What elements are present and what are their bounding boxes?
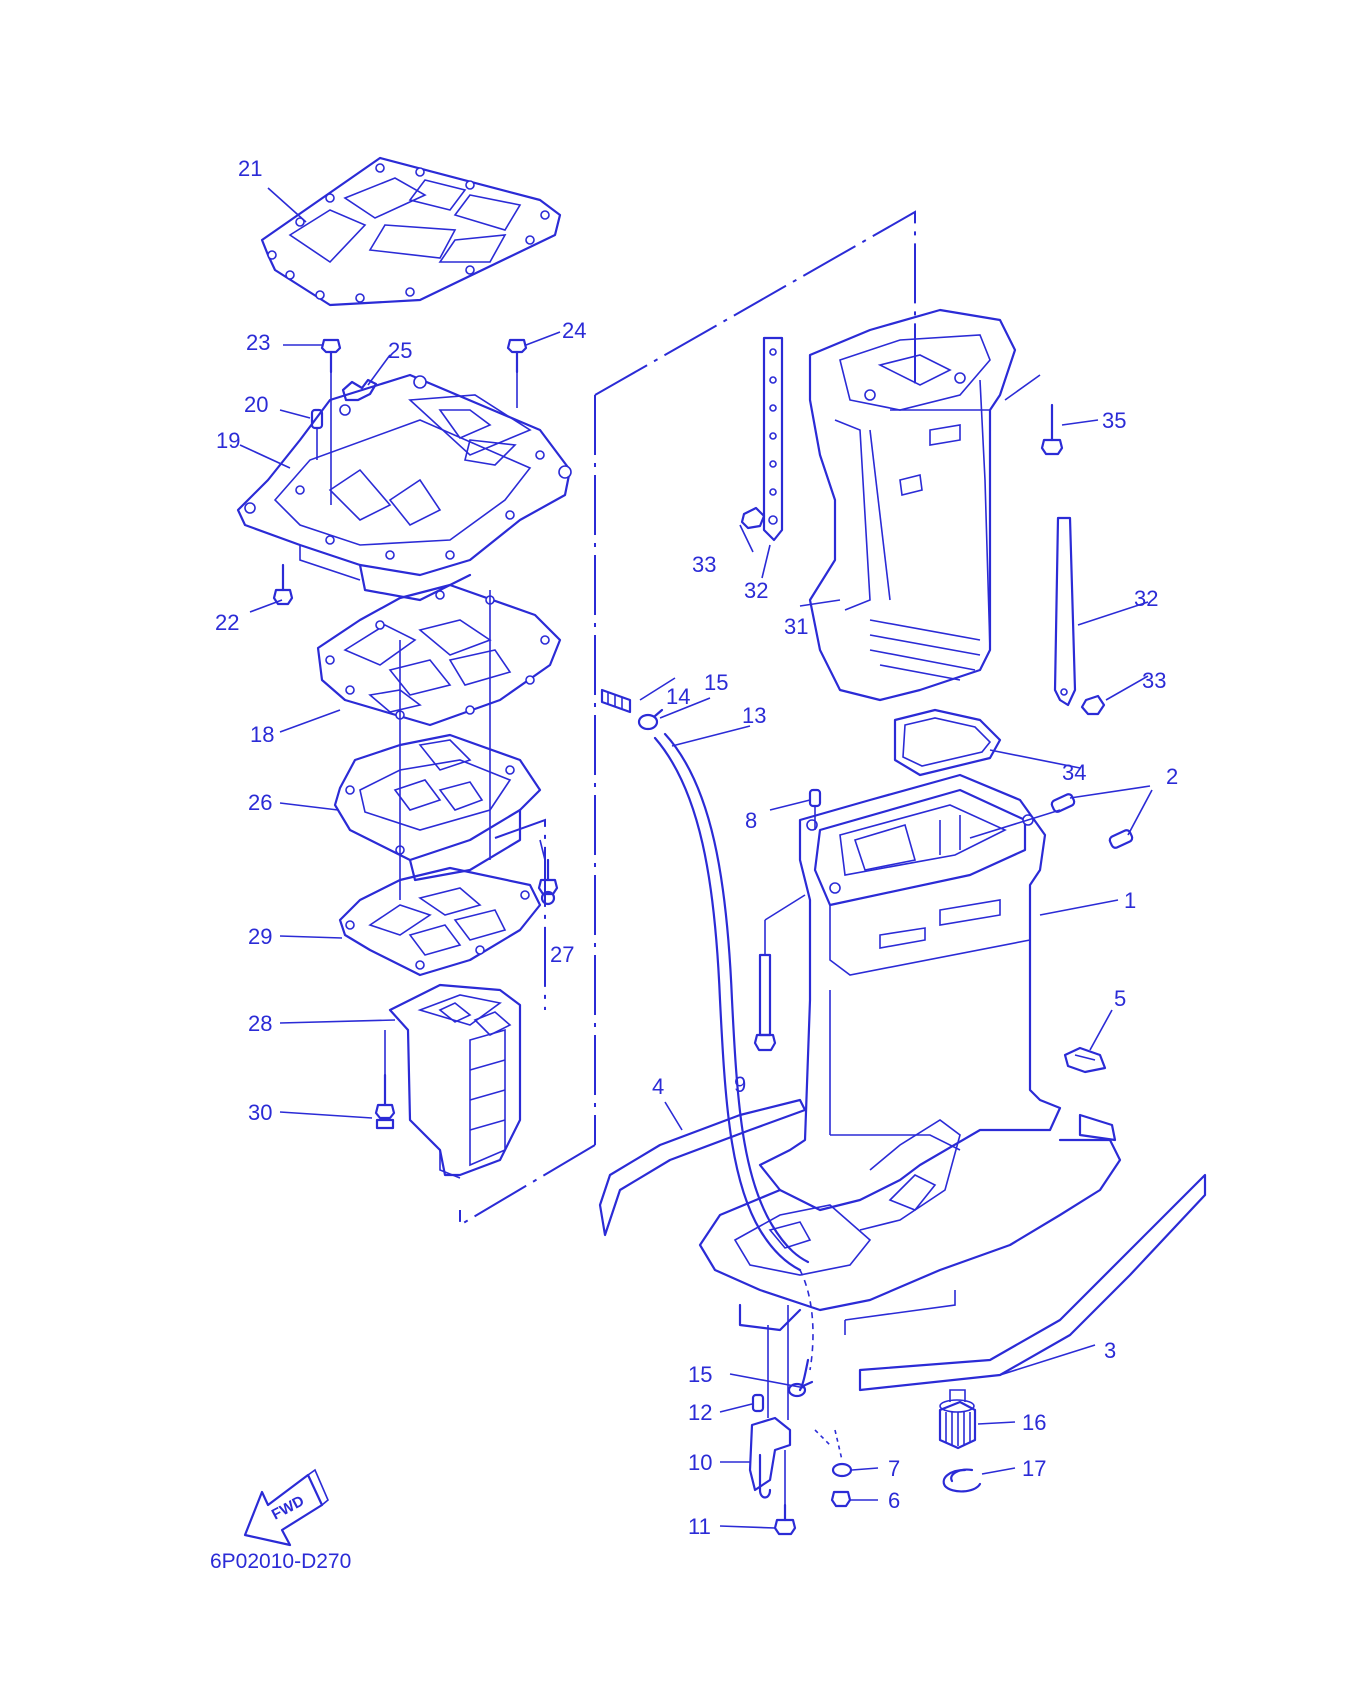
callout-29: 29 [248,924,272,949]
rubber-strip-4 [598,1098,807,1237]
upper-casing-1 [758,773,1062,1231]
callout-31: 31 [784,614,808,639]
pin-12 [751,1393,765,1413]
callout-28: 28 [248,1011,272,1036]
gasket-strip-32-right [1053,516,1077,707]
callout-26: 26 [248,790,272,815]
exhaust-manifold-31 [808,308,1041,702]
exhaust-guide-28 [388,983,522,1179]
callout-13: 13 [742,703,766,728]
plate-26 [333,733,542,882]
callout-3: 3 [1104,1338,1116,1363]
reference-frame [459,210,916,1227]
callout-17: 17 [1022,1456,1046,1481]
callout-4: 4 [652,1074,664,1099]
bolt-27 [537,839,559,906]
callout-9: 9 [734,1072,746,1097]
callout-10: 10 [688,1450,712,1475]
bolt-23 [320,338,342,505]
callout-34: 34 [1062,760,1086,785]
callout-30: 30 [248,1100,272,1125]
callout-11: 11 [688,1514,711,1539]
upper-case-19 [236,373,572,602]
bolt-35 [1040,403,1064,456]
callout-5: 5 [1114,986,1126,1011]
callout-7: 7 [888,1456,900,1481]
fwd-arrow-icon: FWD [243,1468,329,1547]
bolt-22 [272,563,294,606]
washer-7 [814,1429,853,1478]
gasket-29 [338,866,542,977]
callout-25: 25 [388,338,412,363]
bolt-30 [374,1030,396,1130]
callout-32-left: 32 [744,578,768,603]
callout-6: 6 [888,1488,900,1513]
callout-15-bottom: 15 [688,1362,712,1387]
dowel-2-b [1108,829,1134,849]
bracket-10 [748,1305,792,1499]
callout-24: 24 [562,318,586,343]
callout-27: 27 [550,942,574,967]
hose-13 [653,732,814,1392]
callout-16: 16 [1022,1410,1046,1435]
stud-9 [753,894,806,1052]
callout-33-right: 33 [1142,668,1166,693]
gasket-34 [893,708,1002,777]
callout-18: 18 [250,722,274,747]
gasket-21 [260,156,562,307]
callout-33-left: 33 [692,552,716,577]
gasket-18 [316,583,562,727]
gasket-strip-32-left [762,336,784,542]
clip-15-bottom [787,1380,814,1398]
cavitation-plate [698,1113,1122,1335]
callout-21: 21 [238,156,262,181]
callout-32-right: 32 [1134,586,1158,611]
callout-1: 1 [1124,888,1136,913]
callout-8: 8 [745,808,757,833]
callout-2: 2 [1166,764,1178,789]
bolt-24 [506,338,528,408]
callout-numbers: 21 23 24 25 20 19 22 18 26 29 27 28 30 3… [215,156,1178,1539]
filter-16 [938,1389,977,1450]
bolt-11 [773,1450,797,1536]
circlip-17 [942,1468,982,1493]
nipple-14 [600,688,632,714]
callout-15-top: 15 [704,670,728,695]
dowel-2-leader-a [969,809,1061,839]
rubber-strip-3 [858,1173,1207,1392]
callout-14: 14 [666,684,690,709]
callout-22: 22 [215,610,239,635]
screw-6 [830,1490,852,1508]
grommet-5 [1063,1046,1107,1074]
nut-33-left [740,506,766,530]
pin-8 [808,788,822,830]
leader-lines [239,187,1153,1529]
callout-19: 19 [216,428,240,453]
clip-15-top [637,708,664,731]
pin-20 [310,408,324,460]
fitting-25 [341,378,378,402]
callout-35: 35 [1102,408,1126,433]
callout-23: 23 [246,330,270,355]
dowel-2-a [1050,793,1076,813]
drawing-code: 6P02010-D270 [210,1550,351,1573]
callout-12: 12 [688,1400,712,1425]
callout-20: 20 [244,392,268,417]
nut-33-right [1080,694,1106,716]
